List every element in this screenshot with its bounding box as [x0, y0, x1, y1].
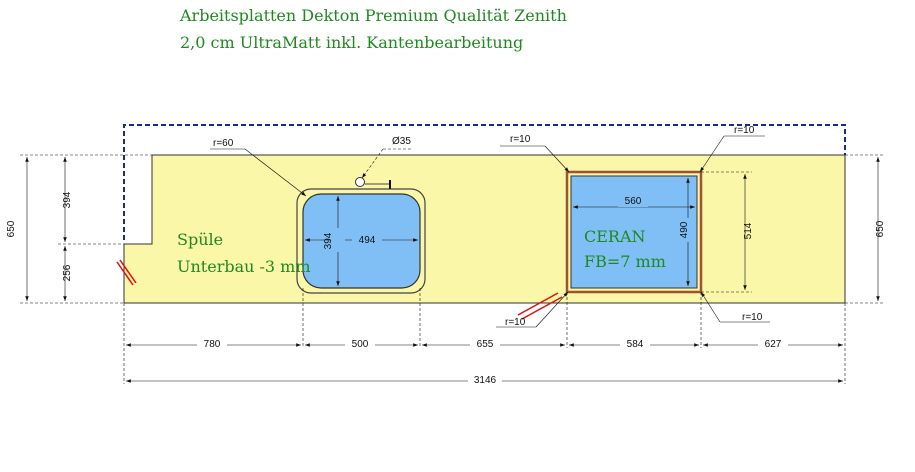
- sink-outer-rim: [296, 188, 426, 294]
- hob-label-line-1: CERAN: [584, 227, 646, 246]
- dim-seg-3: 655: [477, 339, 494, 350]
- dim-depth-right: 650: [875, 220, 886, 237]
- dim-left-lower: 256: [62, 264, 73, 281]
- dim-seg-4: 584: [627, 339, 644, 350]
- sink-label-line-2: Unterbau -3 mm: [177, 257, 311, 276]
- dim-total-length: 3146: [474, 375, 497, 386]
- title-line-2: 2,0 cm UltraMatt inkl. Kantenbearbeitung: [180, 33, 524, 52]
- wall-line: [123, 124, 846, 240]
- sink-label-line-1: Spüle: [177, 230, 223, 249]
- dim-seg-1: 780: [204, 339, 221, 350]
- hob-label-line-2: FB=7 mm: [584, 252, 666, 271]
- sink-radius-label: r=60: [213, 138, 234, 149]
- hob-radius-bl-label: r=10: [505, 317, 526, 328]
- hob-radius-tr-label: r=10: [734, 125, 755, 136]
- title-line-1: Arbeitsplatten Dekton Premium Qualität Z…: [180, 6, 567, 25]
- hob-frame: [565, 170, 703, 294]
- worktop-shape: [123, 154, 846, 304]
- edge-mark-hob: [517, 292, 559, 316]
- dim-seg-5: 627: [765, 339, 782, 350]
- edge-mark-left: [116, 261, 134, 286]
- hob-radius-br-label: r=10: [742, 312, 763, 323]
- tap-hole-label: Ø35: [392, 136, 411, 147]
- dim-hob-cutout-depth: 514: [743, 222, 754, 239]
- dim-sink-depth: 394: [323, 232, 334, 249]
- hob-radius-tl-label: r=10: [510, 134, 531, 145]
- tap-hole: [355, 177, 365, 187]
- dim-left-upper: 394: [62, 191, 73, 208]
- dim-depth-left: 650: [6, 220, 17, 237]
- dim-hob-width: 560: [625, 196, 642, 207]
- dim-seg-2: 500: [352, 339, 369, 350]
- dim-hob-depth: 490: [679, 221, 690, 238]
- dim-sink-width: 494: [359, 235, 376, 246]
